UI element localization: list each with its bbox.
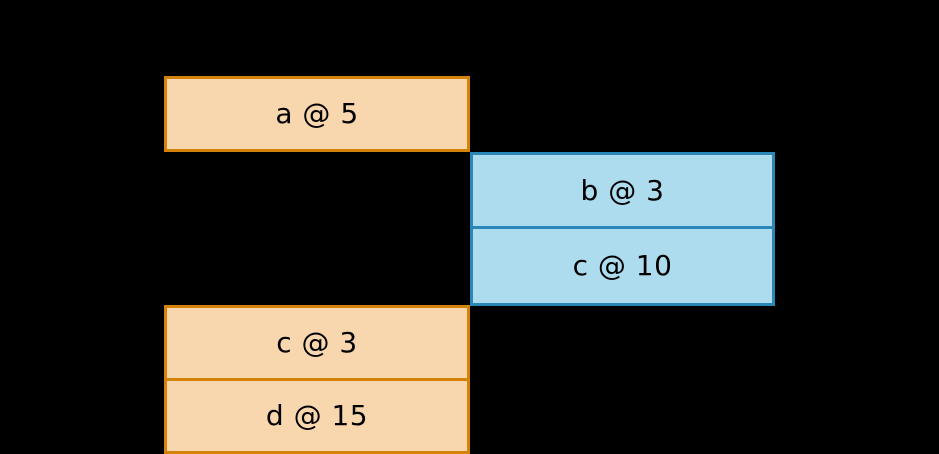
- box-node-label: d @ 15: [265, 399, 369, 432]
- box-node-label: c @ 3: [276, 326, 358, 359]
- box-node-label: b @ 3: [580, 173, 665, 207]
- box-node-label: c @ 10: [572, 249, 673, 282]
- box-node[interactable]: b @ 3: [470, 152, 775, 229]
- box-node[interactable]: d @ 15: [164, 381, 470, 454]
- box-node[interactable]: c @ 10: [470, 229, 775, 306]
- box-node[interactable]: a @ 5: [164, 76, 470, 152]
- box-node-label: a @ 5: [275, 97, 359, 130]
- box-node[interactable]: c @ 3: [164, 305, 470, 381]
